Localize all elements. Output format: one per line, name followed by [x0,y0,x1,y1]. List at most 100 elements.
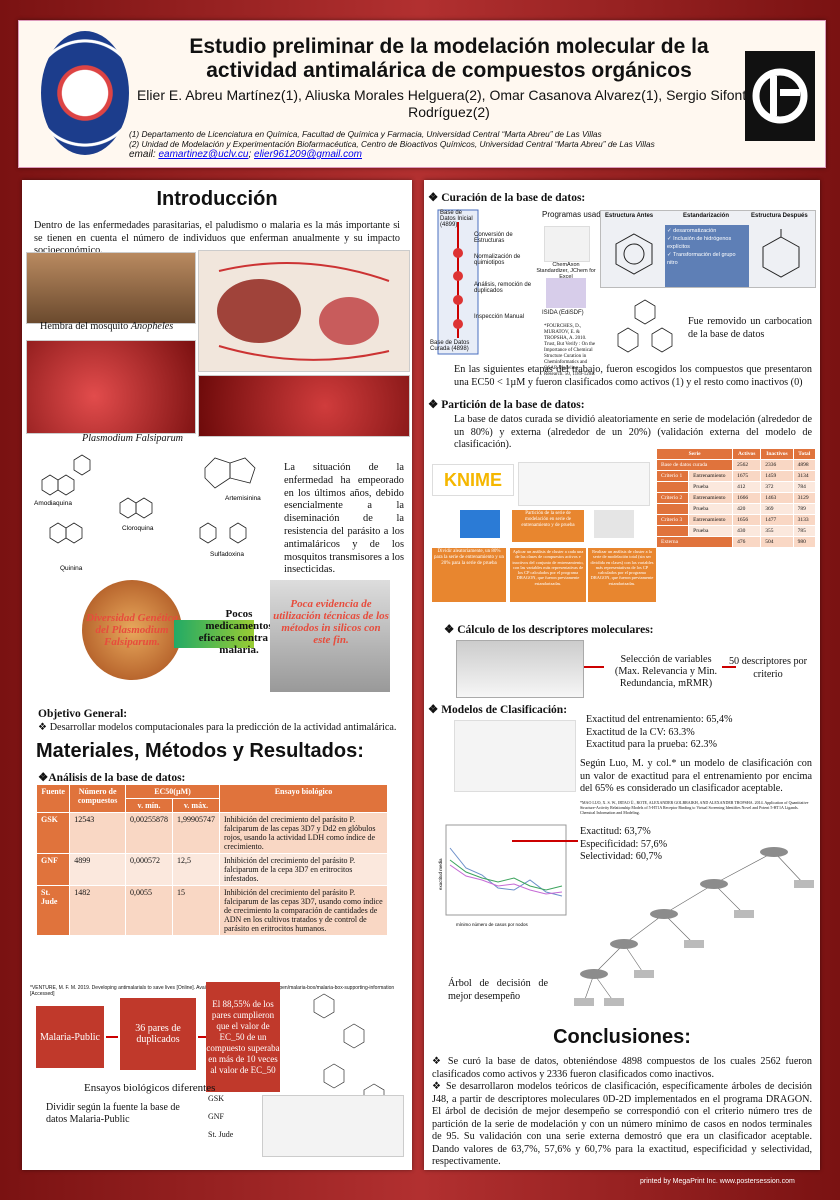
knime-icon-1 [460,510,500,538]
conclusions-list: ❖ Se curó la base de datos, obteniéndose… [432,1056,812,1169]
drug-label-cloroquina: Cloroquina [122,525,154,532]
partition-box-random: Dividir aleatoriamente, un 80% para la s… [432,548,506,602]
conclusion-item: ❖ Se curó la base de datos, obteniéndose… [432,1056,812,1080]
table-header-fuente: Fuente [35,784,71,813]
flow-malaria-public: Malaria-Public [36,1006,104,1068]
stat-cv: Exactitud de la CV: 63.3% [586,726,695,738]
problem-1-text: Diversidad Genética del Plasmodium Falsi… [86,612,178,648]
table-subheader-max: v. máx. [172,798,220,813]
tool-isida: ISIDA (EdiSDF) [542,310,584,316]
accuracy-chart: mínimo número de casos por nodos exactit… [436,820,572,930]
header-panel: Estudio preliminar de la modelación mole… [18,20,826,168]
curation-step-inspection: Inspección Manual [474,314,525,320]
right-column: ❖ Curación de la base de datos: Base de … [424,180,820,1170]
drug-label-amodiaquina: Amodiaquina [34,500,72,507]
descriptor-arrow-1 [584,666,604,668]
descriptor-arrow-2 [722,666,736,668]
curation-step-initial: Base de Datos Inicial (4899) [440,210,473,228]
flow-arrow-2 [198,1036,206,1038]
std-items: ✓ desaromatización ✓ Inclusión de hidróg… [665,225,749,287]
curation-step-duplicates: Análisis, remoción de duplicados [474,282,532,294]
model-stats-1: Exactitud del entrenamiento: 65,4% Exact… [586,714,786,752]
intro-paragraph-1: Dentro de las enfermedades parasitarias,… [34,220,400,256]
analysis-subheading: ❖Análisis de la base de datos: [38,772,186,784]
affiliations: (1) Departamento de Licenciatura en Quím… [129,129,779,149]
stat-especificidad: Especificidad: 57,6% [580,838,668,850]
curation-flowchart [430,208,510,358]
stats-arrow [512,840,578,842]
luo-reference: *MAO LUO, X. S. W., IRTAO Ü., ROTE, ALEX… [580,800,809,815]
descriptor-result: 50 descriptores por criterio [728,656,808,680]
drug-label-quinina: Quinina [60,565,83,572]
malaria-lifecycle-diagram [198,250,410,372]
partition-box-main: Partición de la serie de modelación en s… [512,510,584,542]
drug-structures: Amodiaquina Cloroquina Artemisinina Quin… [30,448,275,578]
computer-image [270,580,390,692]
chart-xlabel: mínimo número de casos por nodos [456,922,529,927]
poster-title: Estudio preliminar de la modelación mole… [189,35,709,82]
carbocation-note: Fue removido un carbocation de la base d… [688,316,812,340]
curation-step-final: Base de Datos Curada (4898) [430,340,470,352]
problem-3-text: Poca evidencia de utilización técnicas d… [273,598,389,646]
decision-tree-image [564,844,818,1014]
email-separator: ; [248,149,255,160]
dose-response-plots [262,1095,404,1157]
parasite-image [82,580,182,680]
std-header-after: Estructura Después [751,213,808,219]
plasmodium-image [26,340,196,434]
source-list: GSK GNF St. Jude [208,1090,233,1144]
sources-table: Fuente Número de compuestos EC50(µM) Ens… [35,784,388,936]
drug-label-artemisinina: Artemisinina [225,495,261,502]
email-link-2[interactable]: elier961209@gmail.com [254,149,362,160]
dragon-software-image [456,640,584,698]
source-stjude: St. Jude [208,1130,234,1139]
variable-selection: Selección de variables (Max. Relevancia … [614,654,718,689]
curation-step-conversion: Conversión de Estructuras [474,232,513,244]
curacion-heading: ❖ Curación de la base de datos: [428,192,586,204]
intro-heading: Introducción [156,188,278,210]
blood-cells-image [198,375,410,437]
knime-icon-2 [594,510,634,538]
std-item: ✓ Inclusión de hidrógenos explícitos [667,236,732,250]
affiliation-1: (1) Departamento de Licenciatura en Quím… [129,129,602,139]
std-item: ✓ Transformación del grupo nitro [667,252,736,266]
table-header-numero: Número de compuestos [69,784,126,813]
chemaxon-logo [544,226,590,262]
university-seal-logo [41,31,129,155]
ensayos-label: Ensayos biológicos diferentes [84,1082,216,1094]
objective-heading: Objetivo General: [38,708,128,720]
programs-label: Programas usados [542,210,610,219]
flow-arrow-1 [106,1036,118,1038]
stat-selectividad: Selectividad: 60,7% [580,851,663,862]
table-header-ec50: EC50(µM) [125,784,220,799]
curacion-paragraph: En las siguientes etapas del trabajo, fu… [454,364,812,388]
modelos-heading: ❖ Modelos de Clasificación: [428,704,568,716]
std-item: ✓ desaromatización [667,228,717,234]
particion-paragraph: La base de datos curada se dividió aleat… [454,414,812,450]
tree-caption: Árbol de decisión de mejor desempeño [448,978,548,1002]
curation-step-normalization: Normalización de quimiotipos [474,254,521,266]
stat-train: Exactitud del entrenamiento: 65,4% [586,714,733,725]
affiliation-2: (2) Unidad de Modelación y Experimentaci… [129,139,655,149]
table-subheader-min: v. mín. [125,798,173,813]
carbocation-structure [610,290,680,360]
ptable-header-inactivos: Inactivos [760,448,794,460]
partition-box-cluster-classes: Aplicar un análisis de cluster a cada un… [510,548,586,602]
chart-ylabel: exactitud media [438,858,443,890]
ptable-header-serie: Serie [655,448,734,460]
methods-heading: Materiales, Métodos y Resultados: [36,740,364,762]
luo-paragraph: Según Luo, M. y col.* un modelo de clasi… [580,758,812,794]
left-column: Introducción Dentro de las enfermedades … [22,180,412,1170]
tool-chemaxon: ChemAxon Standardizer, JChem for Excel [536,262,596,280]
email-link-1[interactable]: eamartinez@uclv.cu [158,149,249,160]
authors: Elier E. Abreu Martínez(1), Aliuska Mora… [136,87,762,120]
cbq-logo [745,51,815,141]
